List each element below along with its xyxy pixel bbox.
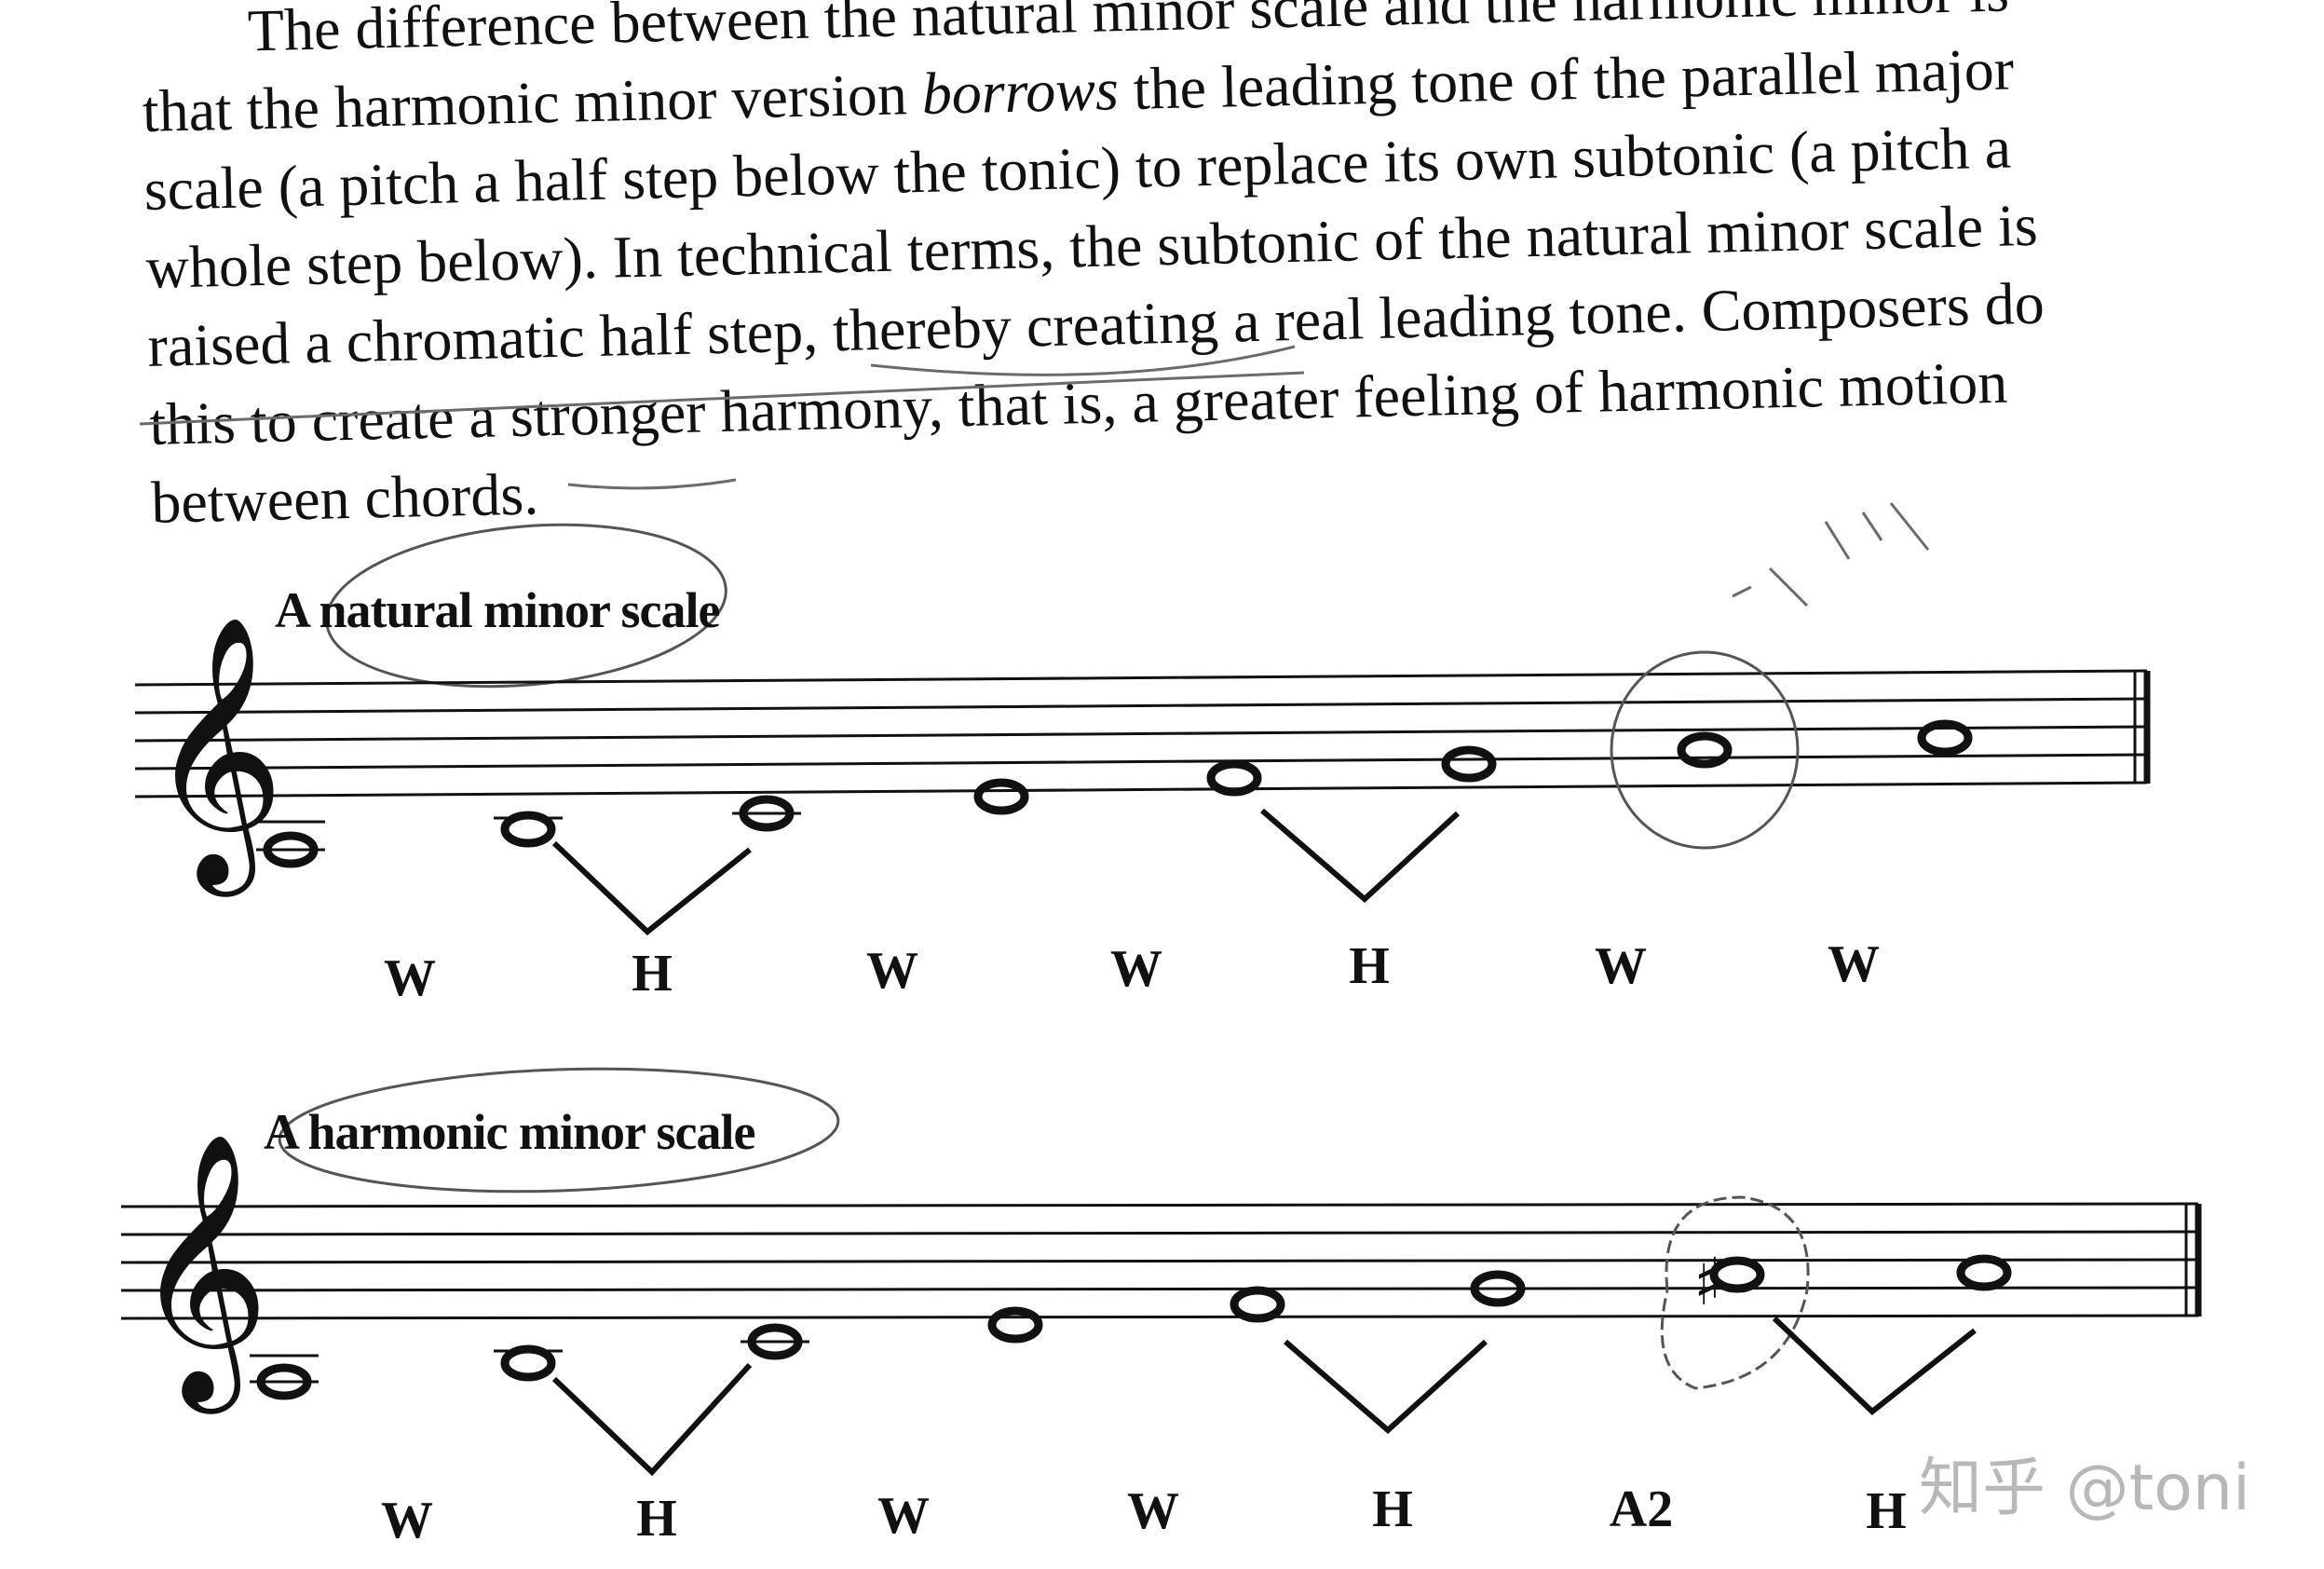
watermark: 知乎 @toni bbox=[1919, 1452, 2250, 1525]
step-label: H bbox=[632, 945, 673, 1003]
circled-title bbox=[325, 523, 727, 689]
step-label: W bbox=[877, 1487, 930, 1545]
step-label: H bbox=[1349, 937, 1390, 995]
whole-note bbox=[1206, 759, 1262, 797]
sharp-icon: ♯ bbox=[1693, 1244, 1725, 1320]
step-label: H bbox=[1372, 1480, 1413, 1538]
staff bbox=[134, 669, 2151, 798]
step-label: A2 bbox=[1610, 1480, 1673, 1538]
staff bbox=[120, 1202, 2202, 1320]
circled-note bbox=[1610, 650, 1800, 850]
whole-note bbox=[1956, 1254, 2012, 1291]
whole-note bbox=[1230, 1286, 1285, 1323]
circled-note bbox=[1660, 1195, 1810, 1390]
treble-clef-icon: 𝄞 bbox=[132, 1130, 270, 1414]
step-label: W bbox=[1127, 1482, 1179, 1540]
step-label: W bbox=[1110, 940, 1162, 998]
whole-note bbox=[500, 811, 556, 848]
whole-note bbox=[1917, 719, 1973, 757]
step-labels: W H W W H W W bbox=[384, 935, 1880, 1007]
half-step-brackets bbox=[551, 1316, 1977, 1477]
step-labels: W H W W H A2 H bbox=[381, 1480, 1907, 1549]
whole-note bbox=[1441, 745, 1497, 783]
pencil-annotations bbox=[139, 345, 1930, 607]
example-harmonic-minor: A harmonic minor scale 𝄞 bbox=[120, 1067, 2202, 1549]
step-label: W bbox=[1595, 937, 1647, 995]
underline-mark bbox=[567, 478, 737, 490]
whole-note bbox=[973, 778, 1029, 815]
whole-note bbox=[1709, 1256, 1765, 1293]
margin-scribble bbox=[1732, 502, 1930, 607]
whole-note bbox=[1677, 731, 1733, 769]
whole-note bbox=[987, 1306, 1043, 1344]
circled-title bbox=[278, 1067, 840, 1194]
underline-mark bbox=[139, 371, 1305, 426]
step-label: W bbox=[866, 942, 918, 1000]
whole-note bbox=[1470, 1270, 1526, 1307]
whole-note bbox=[500, 1344, 556, 1382]
step-label: W bbox=[1828, 935, 1880, 993]
example-title: A natural minor scale bbox=[275, 582, 720, 638]
step-label: W bbox=[381, 1492, 433, 1549]
notes bbox=[256, 719, 1973, 868]
step-label: W bbox=[384, 949, 436, 1007]
notes bbox=[250, 1254, 2012, 1400]
step-label: H bbox=[1866, 1482, 1907, 1540]
example-title: A harmonic minor scale bbox=[264, 1104, 754, 1160]
step-label: H bbox=[636, 1490, 677, 1548]
half-step-brackets bbox=[551, 808, 1461, 935]
underline-mark bbox=[870, 345, 1296, 376]
example-natural-minor: A natural minor scale 𝄞 bbox=[134, 523, 2151, 1007]
